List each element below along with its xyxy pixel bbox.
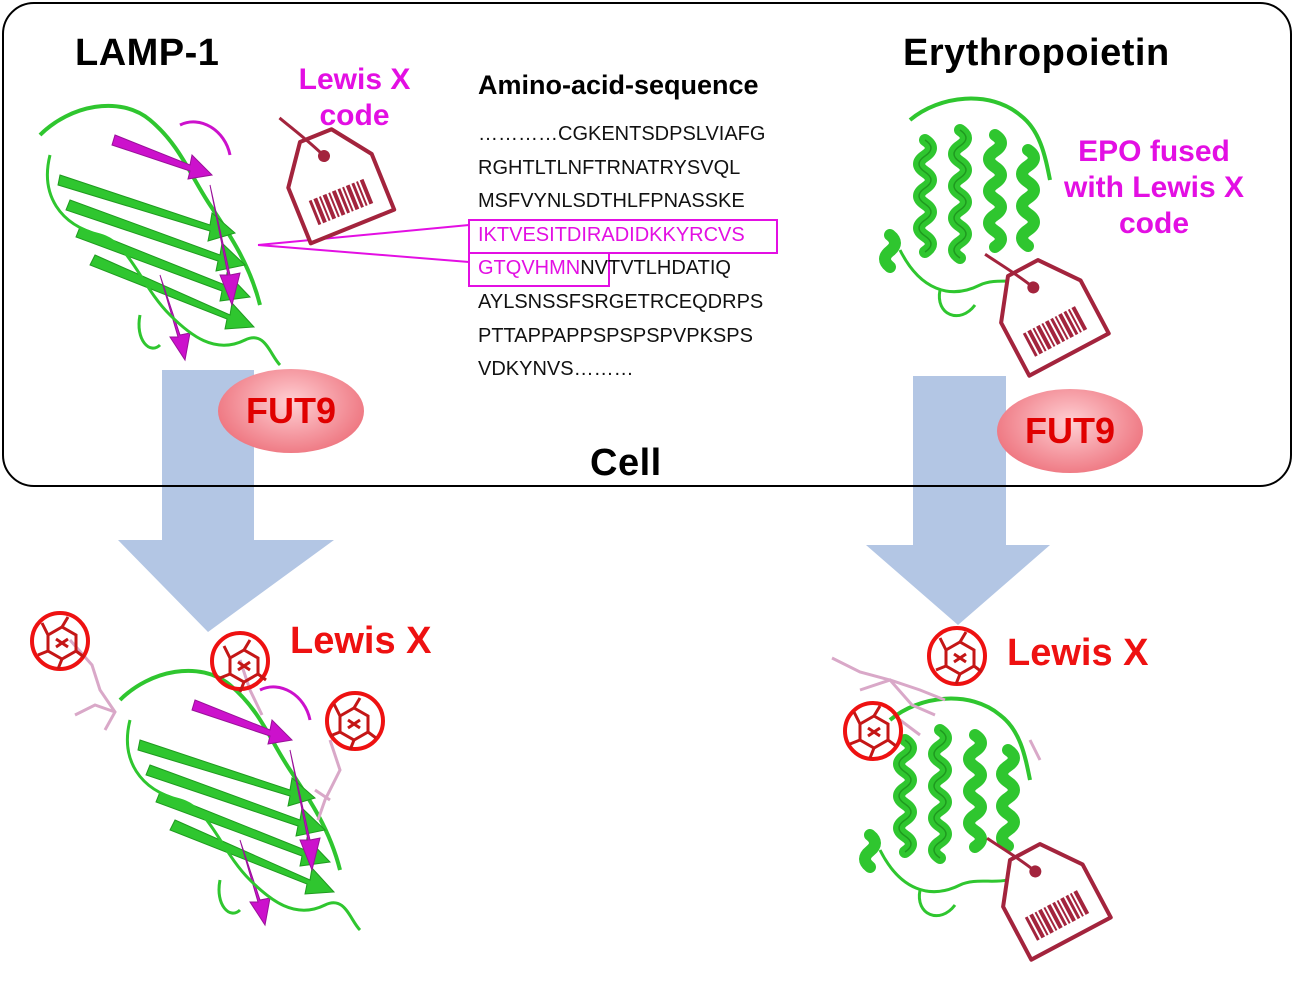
lamp1-title: LAMP-1 bbox=[75, 32, 220, 74]
lewis-x-marker-left-3 bbox=[325, 691, 385, 752]
sequence-text: …………CGKENTSDPSLVIAFG bbox=[478, 123, 766, 145]
sequence-line: PTTAPPAPPSPSPSPVPKSPS bbox=[478, 320, 765, 354]
sequence-text: RGHTLTLNFTRNATRYSVQL bbox=[478, 156, 741, 179]
lewis-x-marker-left-2 bbox=[210, 631, 270, 694]
sequence-title: Amino-acid-sequence bbox=[478, 70, 759, 100]
motif-box-line2 bbox=[468, 252, 610, 287]
lewis-x-motif-text: GTQVHMN bbox=[478, 257, 581, 280]
sequence-line: AYLSNSSFSRGETRCEQDRPS bbox=[478, 286, 765, 320]
sequence-text: MSFVYNLSDTHLFPNASSKE bbox=[478, 190, 745, 213]
amino-acid-sequence: …………CGKENTSDPSLVIAFG RGHTLTLNFTRNATRYSVQL… bbox=[478, 118, 765, 387]
lewis-x-code-label: Lewis X code bbox=[298, 63, 411, 132]
lewis-x-label-left: Lewis X bbox=[290, 620, 432, 662]
glycan-chains-left bbox=[68, 639, 342, 821]
sequence-line: VDKYNVS……… bbox=[478, 353, 765, 387]
cell-label: Cell bbox=[590, 442, 662, 484]
epo-fused-label: EPO fused with Lewis X code bbox=[1063, 135, 1245, 240]
motif-box-line1 bbox=[468, 219, 778, 254]
fut9-enzyme-right: FUT9 bbox=[997, 389, 1143, 473]
epo-title: Erythropoietin bbox=[903, 32, 1170, 74]
lewis-x-marker-left-1 bbox=[30, 611, 90, 671]
sequence-line: IKTVESITDIRADIDKKYRCVS bbox=[478, 219, 765, 253]
sequence-line: …………CGKENTSDPSLVIAFG bbox=[478, 118, 765, 152]
lewis-x-marker-right-2 bbox=[843, 701, 903, 761]
cell-boundary bbox=[2, 2, 1292, 487]
fut9-enzyme-left: FUT9 bbox=[218, 369, 364, 453]
sequence-text: VDKYNVS……… bbox=[478, 358, 634, 381]
arrow-left bbox=[118, 370, 334, 632]
lewis-x-marker-right-1 bbox=[927, 626, 987, 686]
sequence-text: AYLSNSSFSRGETRCEQDRPS bbox=[478, 290, 764, 313]
lewis-x-label-right: Lewis X bbox=[1007, 632, 1149, 674]
sequence-line: GTQVHMNNVTVTLHDATIQ bbox=[478, 252, 765, 286]
sequence-text: NVTVTLHDATIQ bbox=[580, 257, 731, 280]
glycan-chains-right bbox=[831, 656, 1042, 761]
sequence-text: PTTAPPAPPSPSPSPVPKSPS bbox=[478, 324, 753, 347]
sequence-line: MSFVYNLSDTHLFPNASSKE bbox=[478, 185, 765, 219]
sequence-line: RGHTLTLNFTRNATRYSVQL bbox=[478, 152, 765, 186]
lewis-x-motif-text: IKTVESITDIRADIDKKYRCVS bbox=[478, 223, 745, 246]
